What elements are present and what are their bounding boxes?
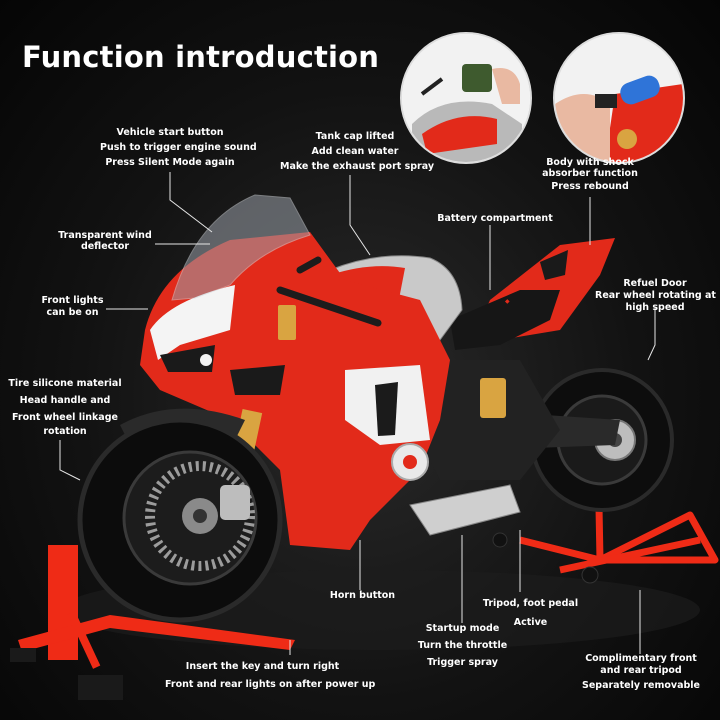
seat	[450, 290, 560, 350]
label-line: high speed	[625, 302, 685, 313]
label-line: Tripod, foot pedal	[482, 598, 579, 609]
label-line: and rear tripod	[600, 665, 682, 676]
label-line: Trigger spray	[427, 657, 498, 668]
label-line: Refuel Door	[623, 278, 687, 289]
svg-text:◆: ◆	[505, 298, 510, 305]
front-wheel	[77, 417, 283, 623]
label-battery: Battery compartment	[430, 211, 560, 226]
label-line: Body with shock	[546, 157, 634, 168]
engine	[410, 360, 560, 480]
label-wind-deflector: Transparent wind deflector	[55, 230, 155, 252]
handlebar	[276, 256, 382, 327]
label-complimentary: Complimentary front and rear tripod Sepa…	[582, 653, 700, 694]
label-line: Rear wheel rotating at	[595, 290, 716, 301]
label-line: Front lights	[41, 295, 104, 306]
label-horn: Horn button	[320, 588, 405, 603]
label-line: Front and rear lights on after power up	[165, 679, 376, 690]
inset-tank-cap	[400, 32, 532, 164]
label-line: Separately removable	[582, 680, 700, 691]
label-line: Transparent wind	[58, 230, 152, 241]
label-line: Press Silent Mode again	[105, 157, 235, 168]
inset-shock-absorber	[553, 32, 685, 164]
label-line: Turn the throttle	[417, 640, 508, 651]
label-line: rotation	[43, 426, 87, 437]
label-startup: Startup mode Turn the throttle Trigger s…	[410, 620, 515, 671]
headlight	[160, 345, 215, 372]
label-line: Push to trigger engine sound	[100, 142, 257, 153]
label-line: Complimentary front	[585, 653, 697, 664]
label-vehicle-start: Vehicle start button Push to trigger eng…	[100, 125, 257, 170]
label-line: Tank cap lifted	[315, 131, 395, 142]
label-shock-absorber: Body with shock absorber function Press …	[535, 157, 645, 194]
leader-lines	[59, 172, 656, 655]
label-line: Battery compartment	[437, 213, 553, 224]
front-nose	[150, 285, 235, 360]
label-line: absorber function	[542, 168, 638, 179]
label-line: Active	[513, 617, 548, 628]
label-line: Front wheel linkage	[12, 412, 118, 423]
label-line: deflector	[80, 241, 130, 252]
label-front-lights: Front lights can be on	[35, 295, 110, 319]
label-key: Insert the key and turn right Front and …	[165, 658, 376, 694]
label-line: Startup mode	[425, 623, 500, 634]
label-line: can be on	[46, 307, 99, 318]
label-line: Insert the key and turn right	[185, 661, 340, 672]
label-line: Horn button	[329, 590, 396, 601]
label-line: Make the exhaust port spray	[280, 161, 435, 172]
label-tank-cap: Tank cap lifted Add clean water Make the…	[280, 129, 435, 174]
label-line: Vehicle start button	[116, 127, 224, 138]
wind-deflector	[171, 194, 311, 301]
front-stand	[10, 545, 295, 700]
label-line: Head handle and	[19, 395, 111, 406]
label-refuel-door: Refuel Door Rear wheel rotating at high …	[595, 278, 716, 314]
exhaust	[409, 484, 521, 536]
label-tire: Tire silicone material Head handle and F…	[5, 375, 125, 438]
label-line: Press rebound	[551, 181, 629, 192]
page-title: Function introduction	[22, 40, 380, 74]
label-tripod: Tripod, foot pedal Active	[478, 594, 583, 632]
label-line: Tire silicone material	[8, 378, 122, 389]
label-line: Add clean water	[311, 146, 399, 157]
